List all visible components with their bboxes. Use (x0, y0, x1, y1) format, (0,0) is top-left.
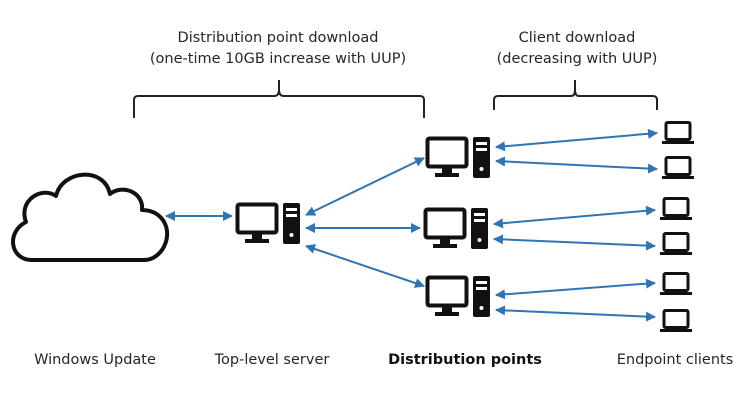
arrow-dp1-client2 (495, 156, 658, 174)
laptop-icon-5 (658, 272, 694, 297)
distribution-download-line1: Distribution point download (177, 30, 379, 46)
label-windows-update: Windows Update (34, 352, 156, 368)
client-download-line2: (decreasing with UUP) (496, 51, 658, 67)
arrow-dp2-client4 (493, 234, 656, 251)
label-endpoint-clients: Endpoint clients (616, 352, 734, 368)
laptop-icon-3 (658, 197, 694, 222)
arrow-dp2-client3 (493, 205, 656, 229)
laptop-icon-1 (660, 121, 696, 146)
distribution-download-line2: (one-time 10GB increase with UUP) (149, 51, 407, 67)
cloud-icon (11, 172, 170, 262)
arrow-dp3-client5 (495, 278, 656, 300)
arrow-dp3-client6 (495, 305, 656, 322)
arrow-dp1-client1 (495, 128, 658, 152)
arrow-server-dp1 (305, 157, 425, 216)
distribution-point-3-icon (425, 274, 492, 319)
label-top-level-server: Top-level server (214, 352, 330, 368)
brace-distribution (133, 80, 425, 118)
distribution-point-2-icon (423, 206, 490, 251)
laptop-icon-6 (658, 309, 694, 334)
top-server-desktop-icon (235, 201, 302, 246)
distribution-point-1-icon (425, 135, 492, 180)
arrow-server-dp3 (305, 244, 425, 288)
client-download-line1: Client download (518, 30, 636, 46)
label-distribution-points: Distribution points (388, 352, 542, 368)
brace-client (493, 80, 658, 110)
laptop-icon-4 (658, 232, 694, 257)
laptop-icon-2 (660, 156, 696, 181)
